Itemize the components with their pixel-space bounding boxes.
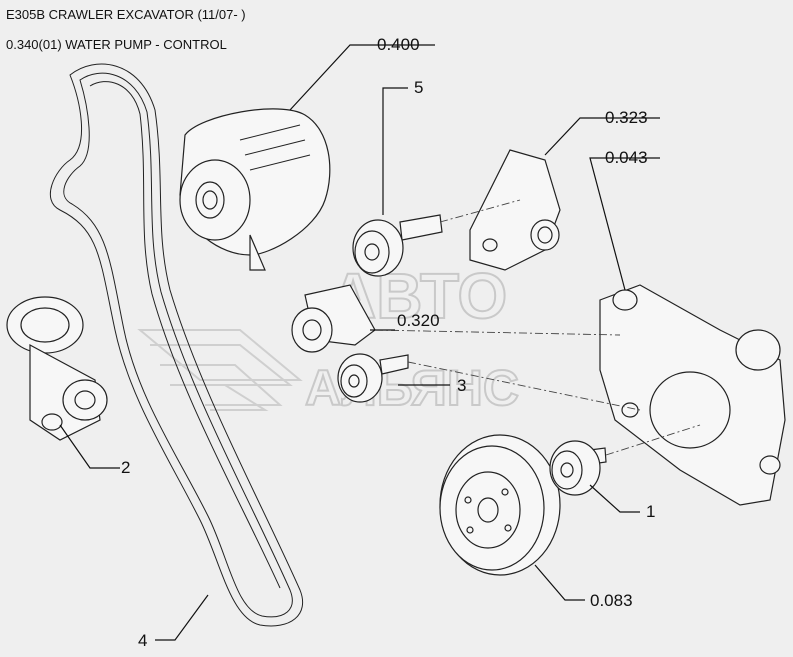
assembly-axis-lines xyxy=(374,199,701,456)
diagram-title: E305B CRAWLER EXCAVATOR (11/07- ) xyxy=(6,7,246,22)
callout-0083: 0.083 xyxy=(590,591,633,610)
bracket-part-0323 xyxy=(469,149,561,271)
watermark: АВТО АЛЬЯНС xyxy=(137,259,520,417)
idler-pulley-part-1 xyxy=(549,440,607,496)
callout-1: 1 xyxy=(646,502,655,521)
callout-0323: 0.323 xyxy=(605,108,648,127)
watermark-logo xyxy=(137,329,303,411)
leader-lines xyxy=(59,44,660,641)
callout-2: 2 xyxy=(121,458,130,477)
damper-pulley-part-0083 xyxy=(439,434,561,576)
belt-part-4 xyxy=(49,63,304,627)
callout-5: 5 xyxy=(414,78,423,97)
watermark-line2: АЛЬЯНС xyxy=(305,360,519,416)
tensioner-part-2 xyxy=(6,296,108,441)
tensioner-part-0320 xyxy=(291,284,376,353)
idler-pulley-part-5 xyxy=(352,214,443,277)
callout-0043: 0.043 xyxy=(605,148,648,167)
diagram-subtitle: 0.340(01) WATER PUMP - CONTROL xyxy=(6,37,227,52)
callout-0400: 0.400 xyxy=(377,35,420,54)
idler-pulley-part-3 xyxy=(337,353,409,403)
timing-cover-part-0043 xyxy=(599,284,786,506)
callout-0320: 0.320 xyxy=(397,311,440,330)
alternator-part-0400 xyxy=(179,108,331,271)
callout-3: 3 xyxy=(457,376,466,395)
callout-4: 4 xyxy=(138,631,147,650)
